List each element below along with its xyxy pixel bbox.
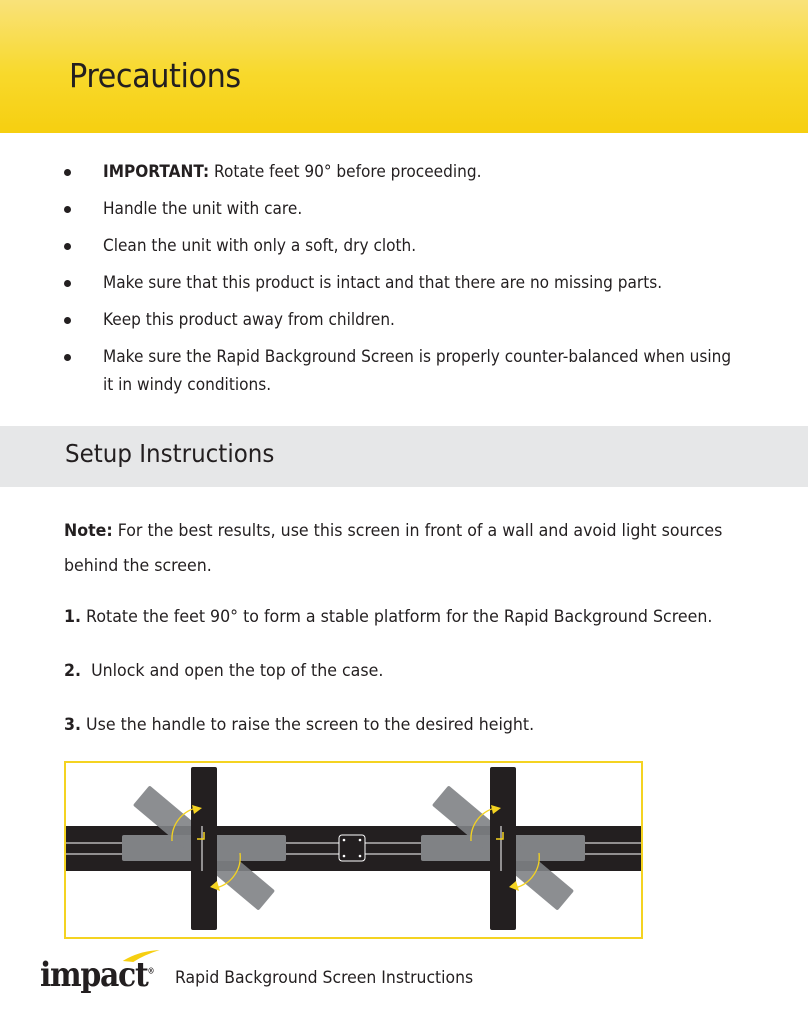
setup-step: 3. Use the handle to raise the screen to… xyxy=(64,713,757,737)
section-title: Setup Instructions xyxy=(65,439,275,468)
right-foot-assembly xyxy=(421,767,585,930)
step-number: 1. xyxy=(64,607,82,627)
right-angle-mark xyxy=(496,832,504,840)
footer-document-title: Rapid Background Screen Instructions xyxy=(175,968,474,988)
latch-screw xyxy=(358,854,362,858)
list-item-text: Make sure that this product is intact an… xyxy=(103,273,663,292)
list-item-text: Clean the unit with only a soft, dry clo… xyxy=(103,236,417,255)
rotation-arc-icon xyxy=(514,852,540,889)
list-item: Make sure the Rapid Background Screen is… xyxy=(0,343,808,399)
latch-screw xyxy=(358,838,362,842)
upright-post xyxy=(191,767,217,930)
registered-mark: ® xyxy=(147,965,155,976)
right-angle-mark xyxy=(197,832,205,840)
logo-swoosh-icon xyxy=(122,950,160,962)
latch-plate xyxy=(338,834,366,862)
bullet-icon xyxy=(64,206,71,213)
step-text: Rotate the feet 90° to form a stable pla… xyxy=(81,607,713,627)
arrow-head-icon xyxy=(192,805,202,814)
rotation-arc-icon xyxy=(215,852,241,889)
list-item-text: Keep this product away from children. xyxy=(103,310,395,329)
setup-step: 2. Unlock and open the top of the case. xyxy=(64,659,757,683)
bullet-icon xyxy=(64,317,71,324)
precautions-list: IMPORTANT: Rotate feet 90° before procee… xyxy=(0,158,808,408)
list-item: Clean the unit with only a soft, dry clo… xyxy=(0,232,808,260)
list-item: IMPORTANT: Rotate feet 90° before procee… xyxy=(0,158,808,186)
bullet-icon xyxy=(64,280,71,287)
impact-logo: impact® xyxy=(40,950,160,995)
rotation-arc-icon xyxy=(470,807,496,842)
setup-step: 1. Rotate the feet 90° to form a stable … xyxy=(64,605,757,629)
list-item: Handle the unit with care. xyxy=(0,195,808,223)
feet-rotation-diagram xyxy=(64,761,643,939)
list-item-text: Make sure the Rapid Background Screen is… xyxy=(103,347,732,394)
list-item: Make sure that this product is intact an… xyxy=(0,269,808,297)
latch-screw xyxy=(342,854,346,858)
page-header: Precautions xyxy=(0,0,808,133)
bullet-icon xyxy=(64,243,71,250)
list-item-text: Rotate feet 90° before proceeding. xyxy=(209,162,482,181)
rotation-arc-icon xyxy=(171,807,197,842)
list-item: Keep this product away from children. xyxy=(0,306,808,334)
bullet-icon xyxy=(64,354,71,361)
list-item-text: Handle the unit with care. xyxy=(103,199,303,218)
step-number: 2. xyxy=(64,661,82,681)
step-text: Unlock and open the top of the case. xyxy=(81,661,384,681)
latch-screw xyxy=(342,838,346,842)
section-header: Setup Instructions xyxy=(0,426,808,487)
note-label: Note: xyxy=(64,521,113,541)
arrow-head-icon xyxy=(491,805,501,814)
note-text: For the best results, use this screen in… xyxy=(64,521,723,576)
important-label: IMPORTANT: xyxy=(103,162,210,181)
page-title: Precautions xyxy=(69,56,241,95)
arrow-head-icon xyxy=(509,881,519,891)
upright-post xyxy=(490,767,516,930)
setup-note: Note: For the best results, use this scr… xyxy=(64,514,763,584)
bullet-icon xyxy=(64,169,71,176)
center-latch xyxy=(338,834,366,862)
left-foot-assembly xyxy=(122,767,286,930)
step-text: Use the handle to raise the screen to th… xyxy=(81,715,535,735)
arrow-head-icon xyxy=(210,881,220,891)
step-number: 3. xyxy=(64,715,82,735)
